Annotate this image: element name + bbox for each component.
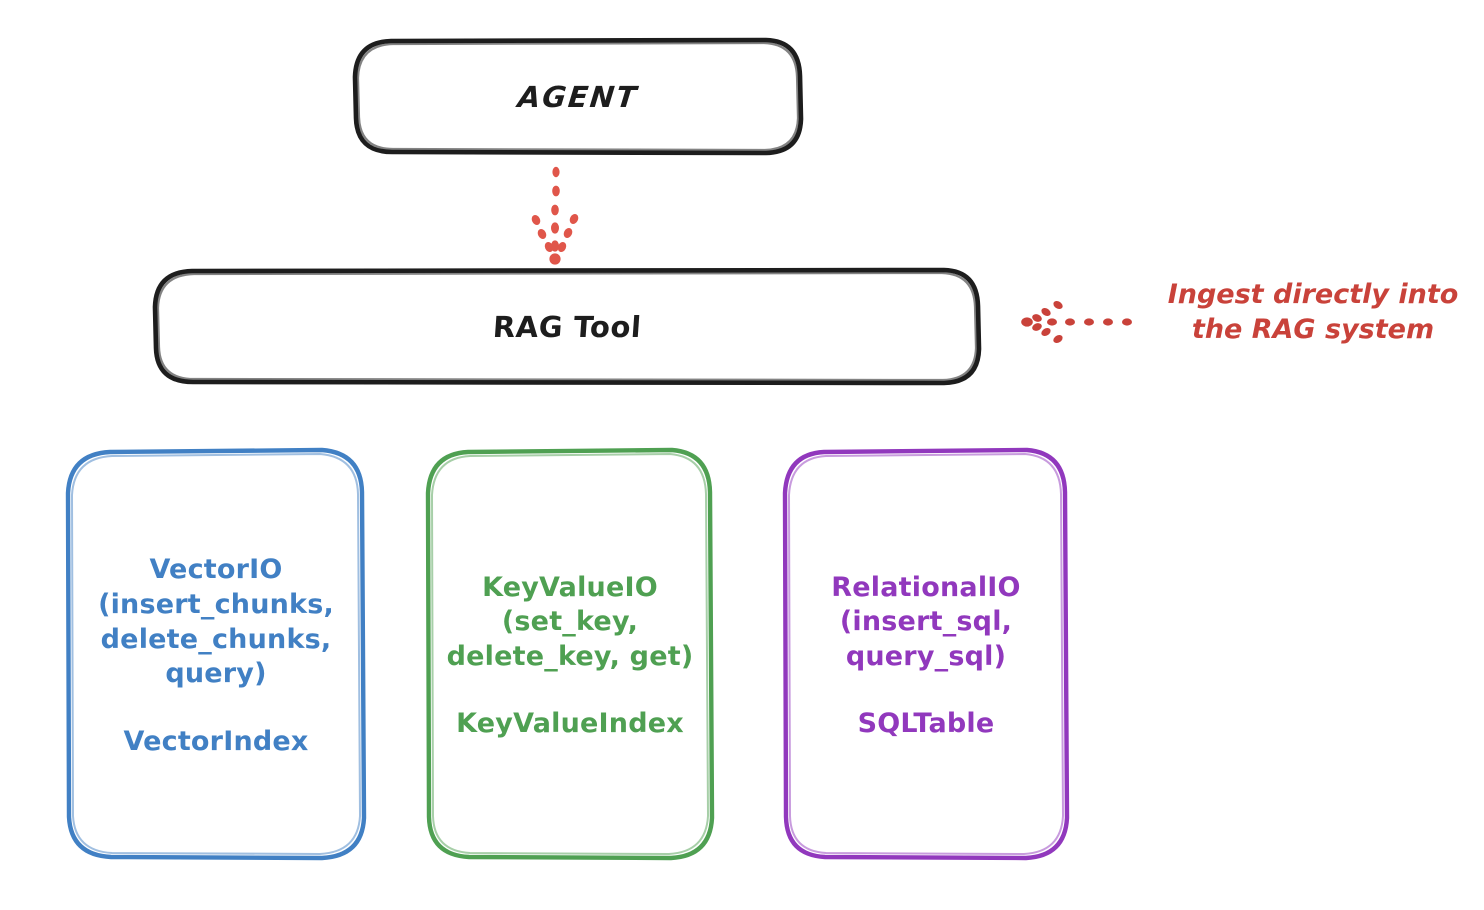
rag-tool-node[interactable]: RAG Tool xyxy=(155,270,979,384)
relational-store-box[interactable] xyxy=(782,447,1070,861)
vector-store-box[interactable] xyxy=(65,447,367,861)
relational-store-title: RelationalIO (insert_sql, query_sql) xyxy=(831,571,1021,672)
vector-store-node[interactable]: VectorIO (insert_chunks, delete_chunks, … xyxy=(68,450,364,860)
keyvalue-store-node[interactable]: KeyValueIO (set_key, delete_key, get) Ke… xyxy=(428,450,712,860)
agent-node[interactable]: AGENT xyxy=(355,40,801,154)
relational-store-index: SQLTable xyxy=(857,708,995,740)
keyvalue-store-title: KeyValueIO (set_key, delete_key, get) xyxy=(446,571,694,672)
agent-to-ragtool-arrow-icon xyxy=(531,166,579,265)
ingest-annotation-label: Ingest directly into the RAG system xyxy=(1167,279,1459,346)
rag-tool-box[interactable] xyxy=(152,267,982,386)
keyvalue-store-box[interactable] xyxy=(425,447,715,861)
agent-box[interactable] xyxy=(352,37,804,156)
relational-store-node[interactable]: RelationalIO (insert_sql, query_sql) SQL… xyxy=(785,450,1067,860)
annotation-arrow-icon xyxy=(1021,300,1132,344)
vector-store-title: VectorIO (insert_chunks, delete_chunks, … xyxy=(98,554,334,690)
agent-label: AGENT xyxy=(516,80,640,114)
rag-tool-label: RAG Tool xyxy=(491,310,643,344)
vector-store-index: VectorIndex xyxy=(123,725,309,757)
keyvalue-store-index: KeyValueIndex xyxy=(456,708,684,740)
